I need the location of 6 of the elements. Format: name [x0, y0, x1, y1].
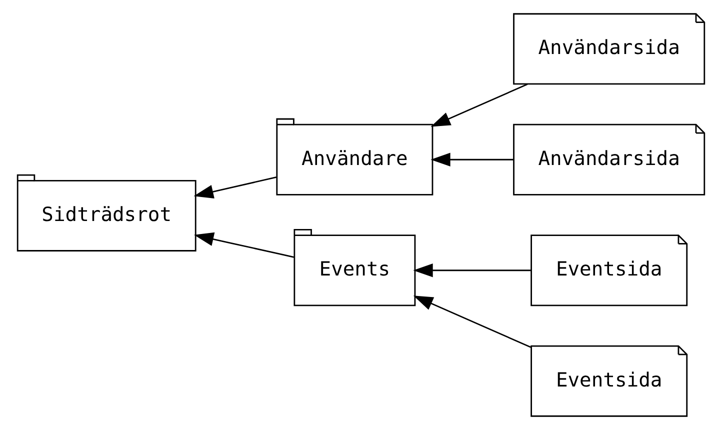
- arrow: [194, 232, 294, 258]
- arrow: [194, 176, 277, 198]
- arrow: [413, 296, 532, 348]
- arrow: [430, 84, 528, 127]
- arrow: [413, 263, 531, 278]
- arrow: [430, 152, 514, 167]
